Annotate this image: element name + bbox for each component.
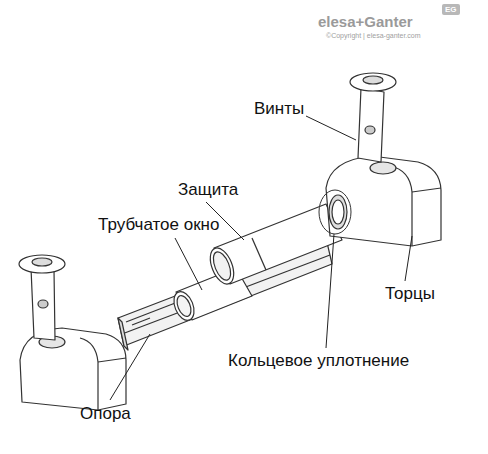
- part-label: Кольцевое уплотнение: [228, 351, 409, 371]
- right-screw: [350, 73, 396, 162]
- left-screw: [19, 255, 65, 340]
- part-label: Торцы: [385, 284, 435, 304]
- part-label: Трубчатое окно: [98, 215, 219, 235]
- leader-lines: [110, 116, 412, 400]
- left-end-cap: [20, 328, 126, 410]
- part-label: Опора: [80, 404, 131, 424]
- part-label: Винты: [254, 99, 304, 119]
- part-label: Защита: [178, 180, 238, 200]
- watermark: elesa+Ganter: [318, 12, 413, 32]
- copyright-note: ©Copyright | elesa-ganter.com: [326, 31, 421, 40]
- protection-cylinder: [206, 204, 342, 287]
- logo-badge: EG: [442, 4, 460, 15]
- right-end-cap: [319, 156, 441, 246]
